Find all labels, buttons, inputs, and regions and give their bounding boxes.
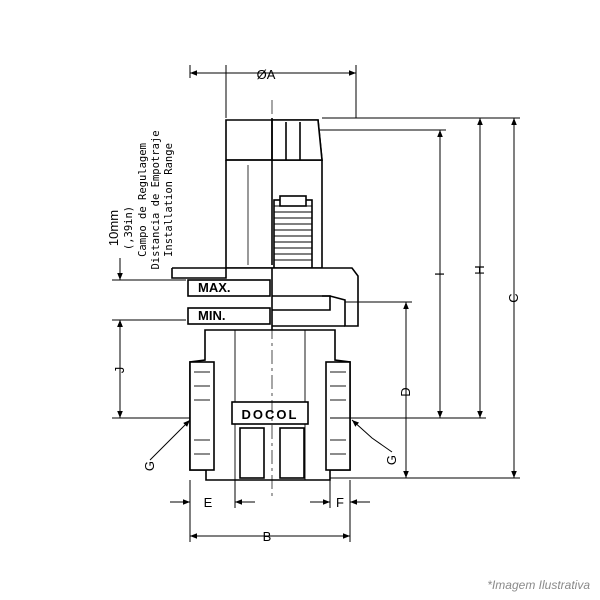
dimension-lines [112,65,520,542]
dimension-label-j: J [112,367,127,374]
upper-sleeve [225,160,323,269]
dimension-label-a: ØA [257,67,276,82]
range-label-pt: Campo de Regulagem [137,143,149,257]
dimension-label-g-left: G [142,461,157,471]
dimension-label-f: F [336,495,344,510]
range-label-en: Installation Range [163,143,175,257]
dimension-label-e: E [204,495,213,510]
dimension-label-d: D [398,387,413,396]
dimension-label-i: I [432,272,447,276]
dimension-label-h: H [472,265,487,274]
cap [225,118,323,265]
max-marking: MAX. [198,280,231,295]
range-value-mm: 10mm [106,210,121,246]
range-label-es: Distancia de Empotraje [150,130,162,269]
caption: *Imagem Ilustrativa [487,578,590,592]
valve-drawing [171,100,359,500]
dimension-label-b: B [263,529,272,544]
dimension-label-g-right: G [384,455,399,465]
min-marking: MIN. [198,308,225,323]
dimension-label-c: C [506,293,521,302]
lower-body [189,329,351,481]
range-value-in: (,39in) [123,206,135,250]
brand-marking: DOCOL [242,407,299,422]
port-threads [194,371,346,455]
